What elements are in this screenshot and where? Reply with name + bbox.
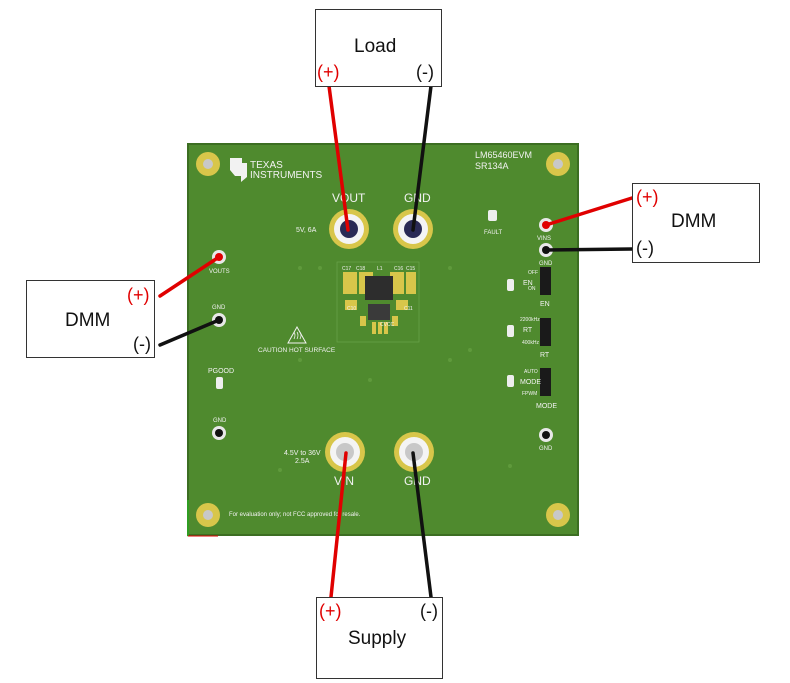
dmm-right-box: DMM (+) (-): [632, 183, 760, 263]
vouts-label: VOUTS: [209, 269, 230, 275]
dmm-right-title: DMM: [671, 211, 717, 232]
dmm-left-plus: (+): [127, 285, 150, 305]
supply-title: Supply: [348, 628, 407, 649]
part-number: LM65460EVM: [475, 150, 532, 160]
disclaimer: For evaluation only; not FCC approved fo…: [229, 512, 361, 518]
hot-surface-icon: [287, 325, 307, 344]
label-c16: C16: [394, 266, 403, 272]
label-c17: C17: [342, 266, 351, 272]
label-l1: L1: [377, 266, 383, 272]
en-jumper: [507, 267, 551, 295]
en-off: OFF: [528, 270, 538, 276]
dmm-right-plus: (+): [636, 187, 659, 207]
wiring: [158, 84, 634, 599]
wire-load-plus: [327, 84, 350, 232]
label-c11: C11: [404, 306, 413, 312]
load-title: Load: [354, 36, 397, 57]
mode-label: MODE: [520, 379, 541, 386]
mounting-holes: [196, 152, 570, 527]
supply-box: Supply (+) (-): [316, 597, 443, 679]
revision: SR134A: [475, 161, 509, 171]
en-label: EN: [523, 280, 533, 287]
rt-hi: 2200kHz: [520, 317, 540, 323]
gnd-left2-label: GND: [213, 418, 227, 424]
gnd-left2-testpoint: [215, 429, 223, 437]
mode-fpwm: FPWM: [522, 391, 537, 397]
vin-rating-1: 4.5V to 36V: [284, 450, 321, 457]
load-box: Load (+) (-): [315, 9, 442, 87]
label-c15: C15: [406, 266, 415, 272]
load-minus: (-): [416, 62, 434, 82]
rt-lo: 400kHz: [522, 340, 539, 346]
logo-line1: TEXAS: [250, 160, 283, 171]
wire-dmm-right-minus: [544, 247, 634, 252]
pcb-vias: [278, 266, 512, 472]
gnd-right-label: GND: [539, 261, 553, 267]
label-cvcc: CVCC: [380, 322, 395, 328]
gnd-left-label: GND: [212, 305, 226, 311]
vin-rating-2: 2.5A: [295, 458, 310, 465]
dmm-left-title: DMM: [65, 310, 111, 331]
pgood-led: [216, 377, 223, 389]
rt-side-label: RT: [540, 352, 550, 359]
label-c10: C10: [347, 306, 356, 312]
supply-plus: (+): [319, 601, 342, 621]
en-on: ON: [528, 286, 536, 292]
converter-components: [336, 261, 420, 343]
gnd-right2-testpoint: [542, 431, 550, 439]
wire-dmm-right-plus: [544, 196, 634, 227]
dmm-left-box: DMM (+) (-): [26, 280, 155, 358]
rt-label: RT: [523, 327, 533, 334]
fault-led: [488, 210, 497, 221]
vins-label: VINS: [537, 236, 551, 242]
fault-label: FAULT: [484, 230, 503, 236]
logo-line2: INSTRUMENTS: [250, 170, 323, 181]
wire-supply-minus: [411, 451, 433, 599]
pcb-board: [187, 143, 579, 536]
label-c18: C18: [356, 266, 365, 272]
ti-logo-icon: [230, 158, 247, 182]
rt-jumper: [507, 318, 551, 346]
gnd-right2-label: GND: [539, 446, 553, 452]
mode-jumper: [507, 368, 551, 396]
vout-rating: 5V, 6A: [296, 227, 317, 234]
dmm-left-minus: (-): [133, 334, 151, 354]
caution-label: CAUTION HOT SURFACE: [258, 347, 336, 354]
supply-minus: (-): [420, 601, 438, 621]
wire-dmm-left-plus: [158, 255, 221, 298]
wire-dmm-left-minus: [158, 318, 221, 347]
wire-load-minus: [411, 84, 433, 232]
mode-auto: AUTO: [524, 369, 538, 375]
pgood-label: PGOOD: [208, 368, 234, 375]
mode-side-label: MODE: [536, 403, 557, 410]
vout-label: VOUT: [332, 191, 366, 205]
wire-supply-plus: [329, 451, 348, 599]
dmm-right-minus: (-): [636, 238, 654, 258]
load-plus: (+): [317, 62, 340, 82]
en-side-label: EN: [540, 301, 550, 308]
